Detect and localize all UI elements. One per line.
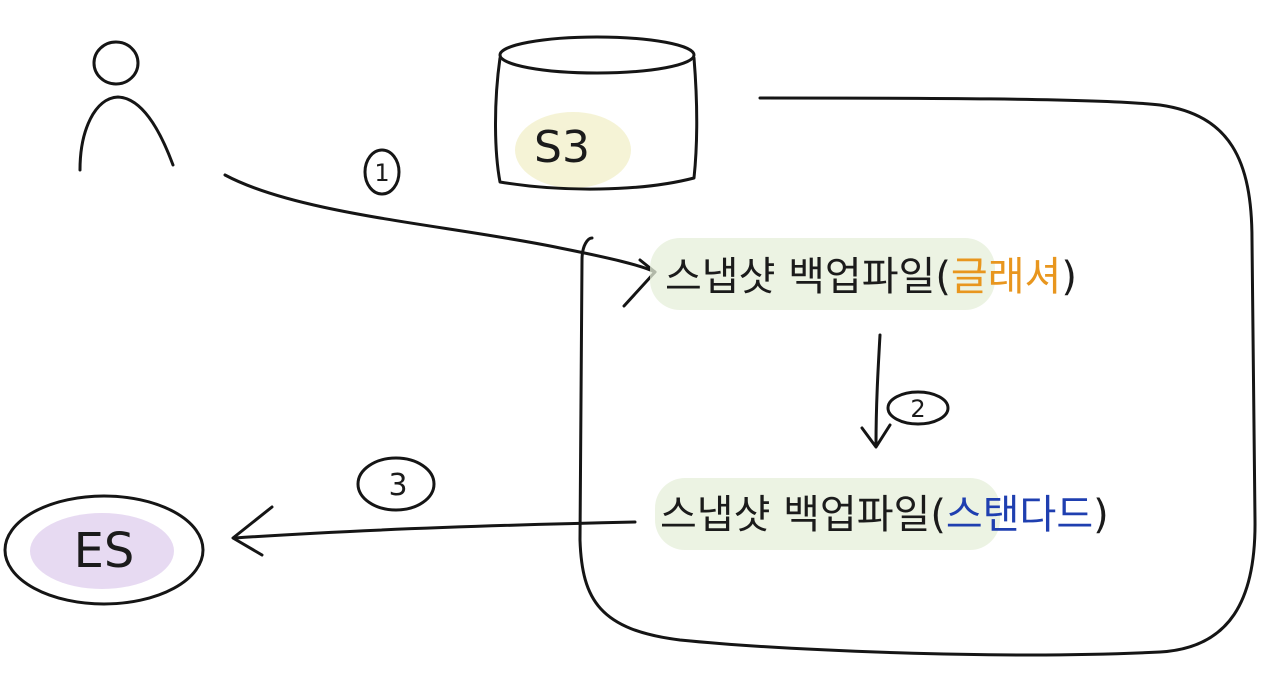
step3-number: 3 [388, 468, 407, 503]
step2-number: 2 [910, 395, 925, 423]
arrow-step2 [874, 333, 882, 447]
es-outline [3, 494, 205, 606]
file-top-text: 스냅샷 백업파일(글래셔) [665, 254, 1077, 300]
s3-label: S3 [534, 122, 590, 173]
step2-badge: 2 [886, 390, 950, 426]
s3-highlight [515, 112, 631, 188]
file-bottom-prefix: 스냅샷 백업파일( [660, 492, 946, 538]
file-bottom-suffix: ) [1093, 492, 1109, 538]
backup-container [578, 96, 1257, 657]
arrow-step3-head [231, 505, 274, 557]
step1-number: 1 [374, 159, 389, 187]
user-figure [78, 40, 175, 172]
s3-body [494, 56, 699, 191]
file-bottom-text: 스냅샷 백업파일(스탠다드) [660, 492, 1109, 538]
file-top-prefix: 스냅샷 백업파일( [665, 254, 951, 300]
file-top-highlight [650, 238, 995, 310]
es-label: ES [74, 523, 135, 579]
user-head [92, 40, 140, 86]
es-highlight [30, 513, 174, 589]
es-node: ES [3, 494, 205, 606]
step2-circle [886, 390, 950, 426]
step1-circle [363, 148, 401, 196]
step1-badge: 1 [363, 148, 401, 196]
user-body [78, 95, 175, 172]
file-bottom-highlight [655, 478, 1000, 550]
s3-top-rim [498, 35, 696, 75]
file-top-status: 글래셔 [951, 254, 1061, 300]
arrow-step1 [223, 173, 657, 274]
file-top: 스냅샷 백업파일(글래셔) [650, 238, 1077, 310]
arrow-step2-head [860, 423, 892, 449]
step3-badge: 3 [356, 456, 436, 512]
file-top-suffix: ) [1061, 254, 1077, 300]
file-bottom: 스냅샷 백업파일(스탠다드) [655, 478, 1109, 550]
s3-bucket: S3 [494, 35, 699, 191]
arrow-step3 [233, 520, 637, 540]
step3-circle [356, 456, 436, 512]
file-bottom-status: 스탠다드 [946, 492, 1093, 538]
